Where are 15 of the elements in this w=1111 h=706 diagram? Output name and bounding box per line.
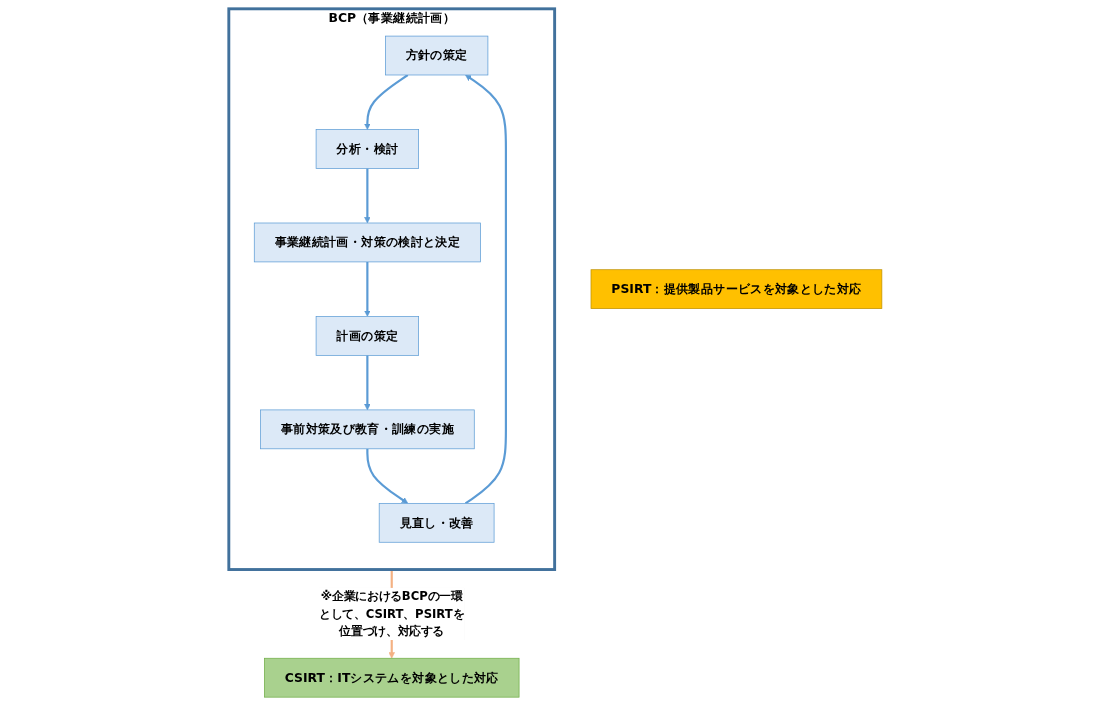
- node-box: 方針の策定: [385, 35, 489, 76]
- edge-label: ※企業におけるBCPの一環として、CSIRT、PSIRTを位置づけ、対応する: [319, 589, 465, 638]
- node-box: 見直し・改善: [378, 503, 495, 543]
- node-box: PSIRT：提供製品サービスを対象とした対応: [590, 269, 883, 309]
- node-box: 事業継続計画・対策の検討と決定: [254, 222, 481, 263]
- arrow: [364, 168, 371, 224]
- arrow: [366, 448, 409, 504]
- arrow: [364, 74, 409, 130]
- node-box: 計画の策定: [315, 316, 420, 356]
- arrow: [465, 74, 508, 505]
- node-box: CSIRT：ITシステムを対象とした対応: [264, 657, 520, 698]
- node-box: 分析・検討: [315, 129, 420, 169]
- arrow: [364, 355, 371, 411]
- node-box: 事前対策及び教育・訓練の実施: [260, 409, 475, 450]
- arrow: [364, 261, 371, 317]
